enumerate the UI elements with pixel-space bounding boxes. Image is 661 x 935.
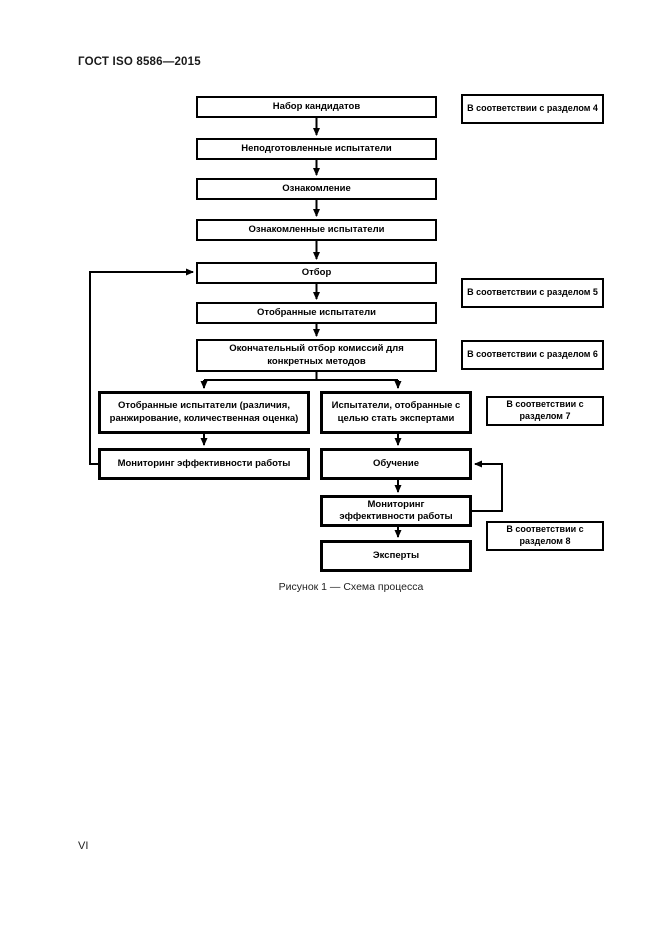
side-note-section-7: В соответствии с разделом 7	[486, 396, 604, 426]
flow-box-expert-candidates: Испытатели, отобранные с целью стать экс…	[320, 391, 472, 434]
flow-box-experts: Эксперты	[320, 540, 472, 572]
flow-box-selected-assessors-methods: Отобранные испытатели (различия, ранжиро…	[98, 391, 310, 434]
flow-box-monitoring-right: Мониторинг эффективности работы	[320, 495, 472, 527]
flow-box-final-selection: Окончательный отбор комиссий для конкрет…	[196, 339, 437, 372]
side-note-section-5: В соответствии с разделом 5	[461, 278, 604, 308]
page-header-title: ГОСТ ISO 8586—2015	[78, 56, 201, 68]
flow-box-familiarization: Ознакомление	[196, 178, 437, 200]
flow-box-untrained-assessors: Неподготовленные испытатели	[196, 138, 437, 160]
flow-box-recruitment: Набор кандидатов	[196, 96, 437, 118]
flow-box-selected-assessors: Отобранные испытатели	[196, 302, 437, 324]
side-note-section-4: В соответствии с разделом 4	[461, 94, 604, 124]
flow-box-familiarized-assessors: Ознакомленные испытатели	[196, 219, 437, 241]
page-number: VI	[78, 840, 89, 852]
side-note-section-6: В соответствии с разделом 6	[461, 340, 604, 370]
flow-box-selection: Отбор	[196, 262, 437, 284]
figure-caption: Рисунок 1 — Схема процесса	[278, 581, 424, 593]
flow-box-training: Обучение	[320, 448, 472, 480]
side-note-section-8: В соответствии с разделом 8	[486, 521, 604, 551]
flow-box-monitoring-left: Мониторинг эффективности работы	[98, 448, 310, 480]
